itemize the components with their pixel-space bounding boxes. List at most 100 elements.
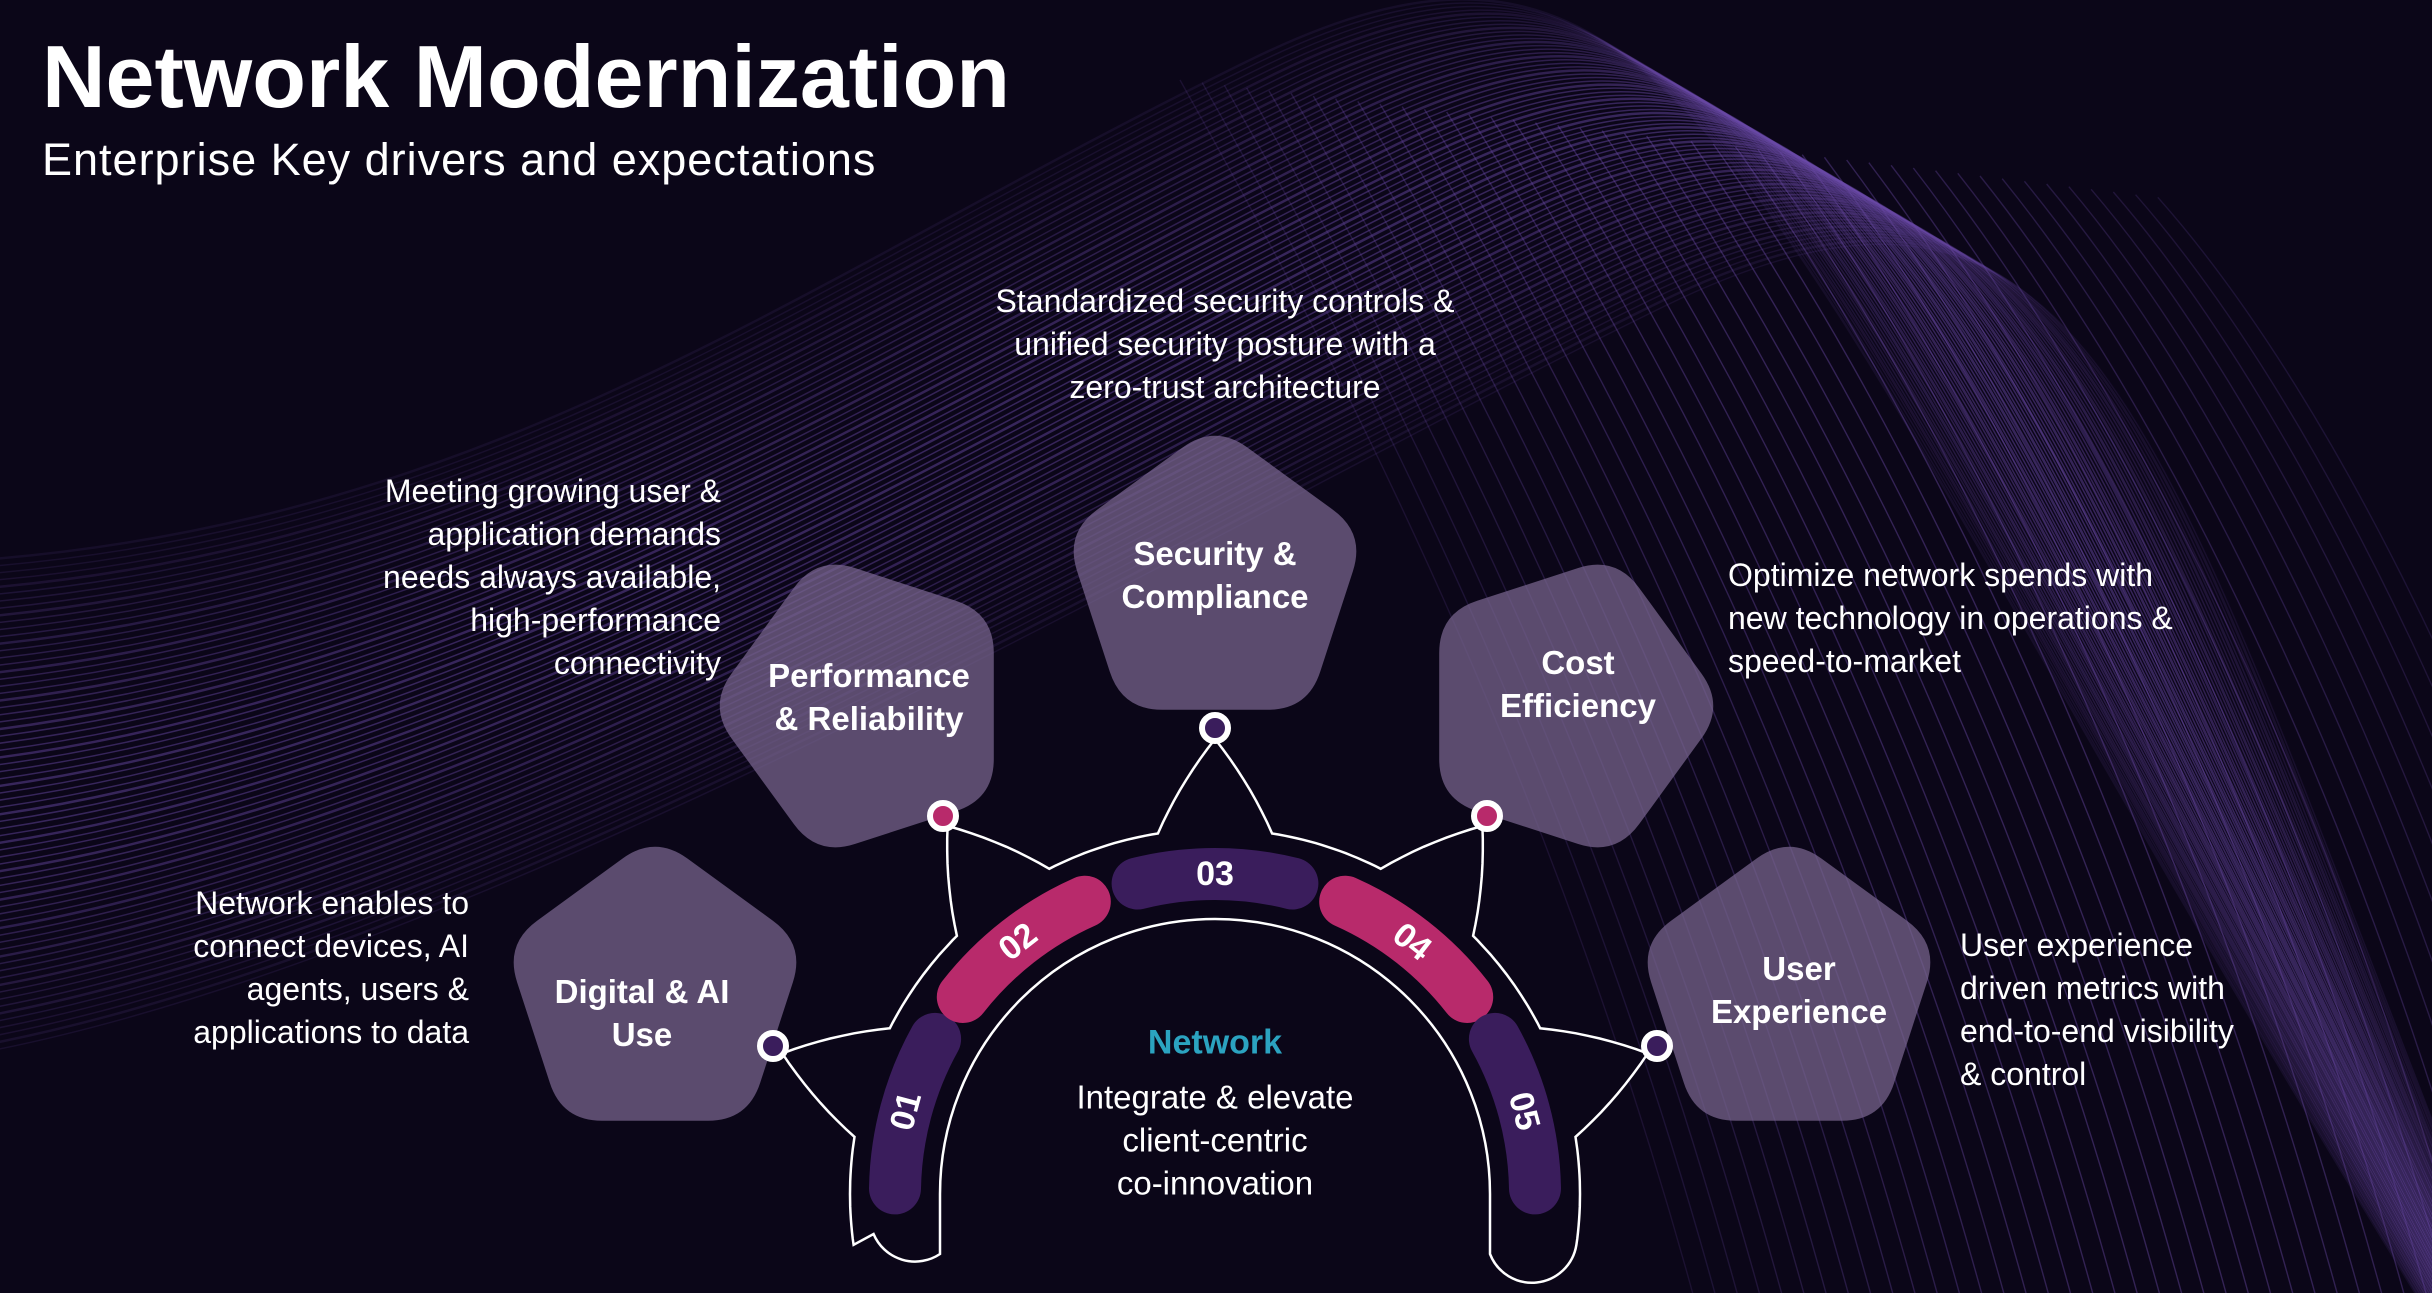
wave-line [0,215,2432,1159]
wave-line [1779,151,2294,1293]
wave-line [0,130,2432,1239]
wave-line [0,186,2432,1189]
wave-line [1823,156,2338,1293]
wave-line [0,59,2432,1288]
wave-line [0,94,2432,1265]
wave-line [1601,130,2116,1293]
wave-line [1468,114,1983,1293]
segment-number-03: 03 [1196,855,1234,893]
connector-dot-03 [1199,712,1231,744]
driver-1-description: Network enables to connect devices, AI a… [193,885,469,1050]
title-part-2: Modernization [413,27,1011,126]
wave-line [2001,178,2432,1027]
network-arc [780,736,1650,1284]
wave-line [0,52,2432,1292]
wave-line [0,168,2432,1207]
wave-line [0,165,2432,1209]
wave-line [1935,170,2432,1239]
segment-04 [1319,875,1494,1023]
connector-dot-04 [1471,800,1503,832]
wave-line [1690,140,2205,1293]
wave-line [0,30,2428,1293]
wave-line [0,144,2432,1228]
wave-line [0,151,2432,1222]
wave-line [2023,180,2432,963]
wave-line [2135,194,2432,688]
wave-line [1846,159,2360,1293]
connector-dot-05 [1641,1030,1673,1062]
wave-line [1490,116,2005,1293]
wave-line [0,222,2432,1150]
driver-5-label: User Experience [1710,950,1888,1030]
wave-line [1446,111,1960,1293]
pentagon-5 [1647,846,1931,1121]
wave-line [1534,122,2049,1293]
wave-line [1890,164,2405,1293]
wave-line [1979,175,2432,1093]
connector-dot-01 [757,1030,789,1062]
wave-line [0,176,2432,1200]
driver-4-label: Cost Efficiency [1500,644,1656,724]
wave-line [0,179,2432,1196]
driver-4-description: Optimize network spends with new technol… [1728,557,2173,679]
wave-line [0,83,2432,1273]
wave-line [0,55,2432,1291]
wave-line [0,190,2432,1186]
wave-line [0,122,2432,1245]
wave-line [0,154,2432,1220]
wave-line [0,196,2432,1179]
wave-line [0,225,2432,1147]
wave-line [1868,162,2383,1293]
wave-line [1668,138,2183,1293]
wave-line [2046,183,2432,903]
segment-01 [869,1012,962,1215]
wave-line [1734,146,2249,1293]
wave-line [0,44,2432,1293]
wave-line [0,97,2432,1264]
wave-line [0,87,2432,1270]
wave-line [1912,167,2427,1293]
driver-2-label: Performance & Reliability [768,657,970,737]
arc-outline [780,736,1650,1284]
wave-line [0,108,2432,1255]
wave-line [0,137,2432,1234]
wave-line [1557,124,2072,1293]
wave-line [0,236,2432,1132]
wave-line [0,37,2430,1293]
wave-line [0,158,2432,1216]
wave-line [0,133,2432,1236]
connector-dots [757,712,1673,1062]
wave-line [0,73,2432,1279]
wave-line [0,26,2427,1293]
wave-line [0,23,2425,1293]
driver-1-label: Digital & AI Use [554,973,730,1053]
pentagon-3 [1073,435,1357,710]
wave-line [2157,196,2432,640]
driver-3-label: Security & Compliance [1121,535,1309,615]
wave-line [0,16,2423,1293]
wave-line [0,12,2422,1293]
wave-line [0,119,2432,1247]
wave-line [0,172,2432,1203]
pentagons [513,435,1931,1121]
center-title: Network [1147,1023,1283,1062]
wave-line [0,66,2432,1283]
segment-03 [1111,848,1319,910]
wave-line [0,201,2432,1174]
wave-line [0,204,2432,1171]
wave-line [0,91,2432,1267]
wave-line [1712,143,2227,1293]
wave-line [1579,127,2094,1293]
driver-2-description: Meeting growing user & application deman… [383,473,721,681]
wave-line [0,161,2432,1213]
wave-line [0,193,2432,1182]
wave-line [0,40,2432,1293]
wave-line [0,5,2419,1293]
driver-3-description: Standardized security controls & unified… [995,283,1455,405]
wave-line [0,101,2432,1260]
wave-line [1801,154,2316,1293]
wave-line [0,62,2432,1286]
